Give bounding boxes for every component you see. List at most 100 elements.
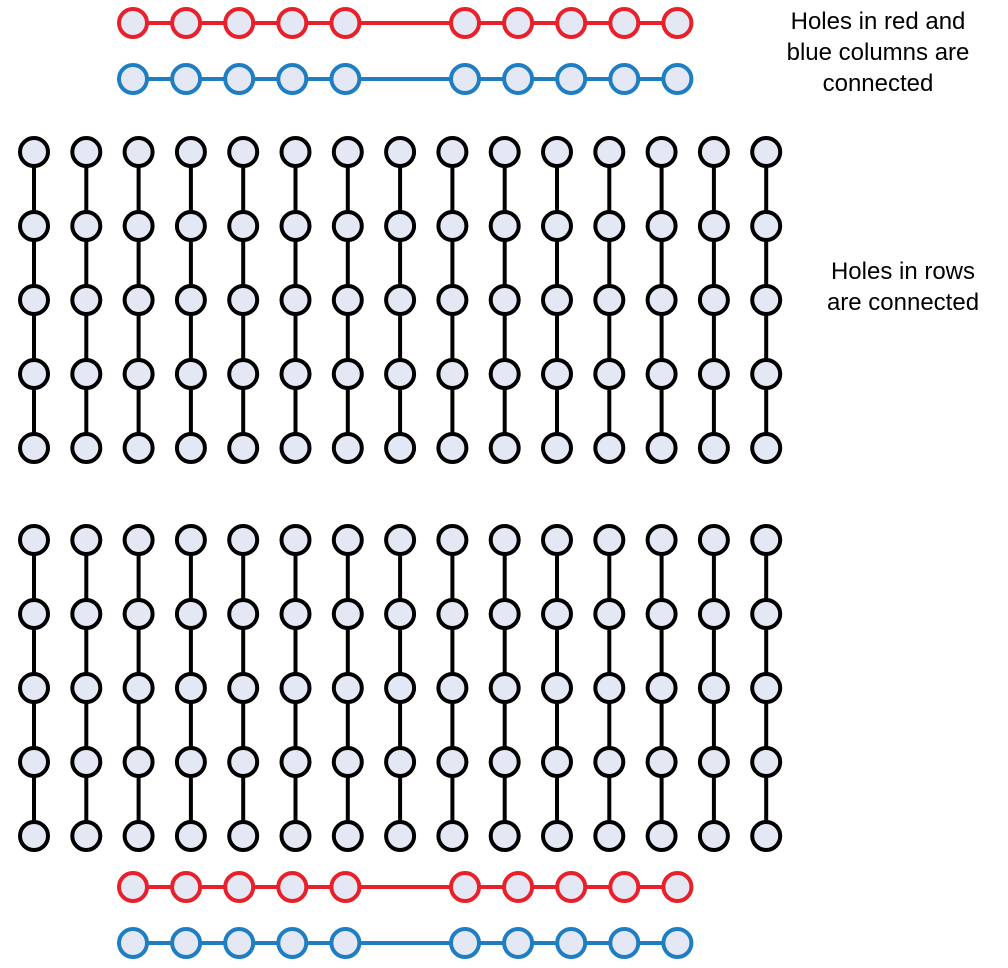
terminal-strip [331, 136, 364, 464]
breadboard-hole [122, 210, 155, 242]
rail-hole [555, 871, 588, 903]
rail-hole [449, 927, 481, 959]
breadboard-hole [227, 598, 260, 630]
breadboard-hole [70, 820, 103, 852]
rail-hole [223, 63, 256, 95]
breadboard-hole [174, 672, 207, 704]
terminal-strip [18, 524, 50, 852]
breadboard-hole [279, 210, 312, 242]
breadboard-hole [174, 358, 207, 390]
breadboard-hole [227, 358, 260, 390]
breadboard-hole [541, 524, 573, 556]
breadboard-hole [488, 136, 521, 168]
rail-hole [117, 871, 149, 903]
breadboard-hole [384, 210, 417, 242]
breadboard-hole [122, 284, 155, 316]
terminal-strip [436, 524, 469, 852]
breadboard-hole [384, 432, 417, 464]
breadboard-hole [70, 358, 103, 390]
breadboard-hole [750, 746, 783, 778]
breadboard-hole [541, 432, 573, 464]
breadboard-hole [70, 746, 103, 778]
breadboard-hole [750, 598, 783, 630]
terminal-strip [70, 136, 103, 464]
breadboard-hole [436, 432, 469, 464]
terminal-strip [122, 524, 155, 852]
breadboard-hole [750, 672, 783, 704]
breadboard-hole [645, 598, 678, 630]
breadboard-hole [750, 136, 783, 168]
breadboard-hole [279, 136, 312, 168]
breadboard-hole [279, 284, 312, 316]
breadboard-hole [436, 820, 469, 852]
breadboard-hole [541, 672, 573, 704]
breadboard-hole [593, 358, 626, 390]
bottom-blue-power-rail [117, 927, 694, 959]
terminal-strip [541, 136, 573, 464]
breadboard-hole [436, 358, 469, 390]
breadboard-hole [174, 432, 207, 464]
terminal-strip [227, 136, 260, 464]
rail-hole [329, 7, 362, 39]
breadboard-hole [750, 284, 783, 316]
breadboard-hole [436, 284, 469, 316]
breadboard-hole [593, 136, 626, 168]
breadboard-hole [541, 746, 573, 778]
rail-hole [223, 7, 256, 39]
breadboard-hole [645, 820, 678, 852]
breadboard-hole [541, 598, 573, 630]
breadboard-hole [227, 524, 260, 556]
breadboard-hole [122, 432, 155, 464]
row-note-line-1: Holes in rows [830, 258, 976, 285]
breadboard-hole [593, 432, 626, 464]
breadboard-hole [384, 672, 417, 704]
breadboard-hole [488, 820, 521, 852]
breadboard-hole [488, 284, 521, 316]
breadboard-hole [18, 358, 50, 390]
breadboard-hole [174, 598, 207, 630]
rail-hole [329, 63, 362, 95]
breadboard-hole [384, 358, 417, 390]
breadboard-hole [227, 820, 260, 852]
terminal-strip [331, 524, 364, 852]
breadboard-hole [436, 598, 469, 630]
rail-hole [276, 927, 309, 959]
breadboard-hole [122, 672, 155, 704]
breadboard-hole [174, 746, 207, 778]
rail-hole [449, 63, 481, 95]
breadboard-hole [645, 284, 678, 316]
row-note-line-2: are connected [826, 289, 980, 316]
breadboard-hole [541, 358, 573, 390]
breadboard-hole [593, 820, 626, 852]
rail-hole [276, 63, 309, 95]
power-rails [117, 7, 694, 959]
terminal-strip [70, 524, 103, 852]
breadboard-hole [645, 358, 678, 390]
row-connection-note: Holes in rows are connected [798, 256, 1008, 318]
breadboard-hole [18, 598, 50, 630]
breadboard-hole [697, 284, 730, 316]
rail-hole [555, 927, 588, 959]
breadboard-hole [174, 136, 207, 168]
breadboard-hole [227, 672, 260, 704]
breadboard-hole [436, 210, 469, 242]
rail-note-line-3: connected [822, 70, 934, 97]
breadboard-hole [541, 136, 573, 168]
terminal-strip [436, 136, 469, 464]
breadboard-hole [436, 746, 469, 778]
breadboard-hole [697, 672, 730, 704]
breadboard-hole [593, 524, 626, 556]
breadboard-hole [18, 672, 50, 704]
breadboard-hole [331, 136, 364, 168]
breadboard-hole [750, 524, 783, 556]
rail-hole [276, 871, 309, 903]
breadboard-hole [331, 598, 364, 630]
breadboard-hole [697, 820, 730, 852]
breadboard-hole [18, 820, 50, 852]
breadboard-hole [593, 598, 626, 630]
breadboard-hole [593, 672, 626, 704]
breadboard-hole [436, 672, 469, 704]
terminal-strip [279, 136, 312, 464]
breadboard-hole [384, 820, 417, 852]
rail-hole [608, 927, 641, 959]
